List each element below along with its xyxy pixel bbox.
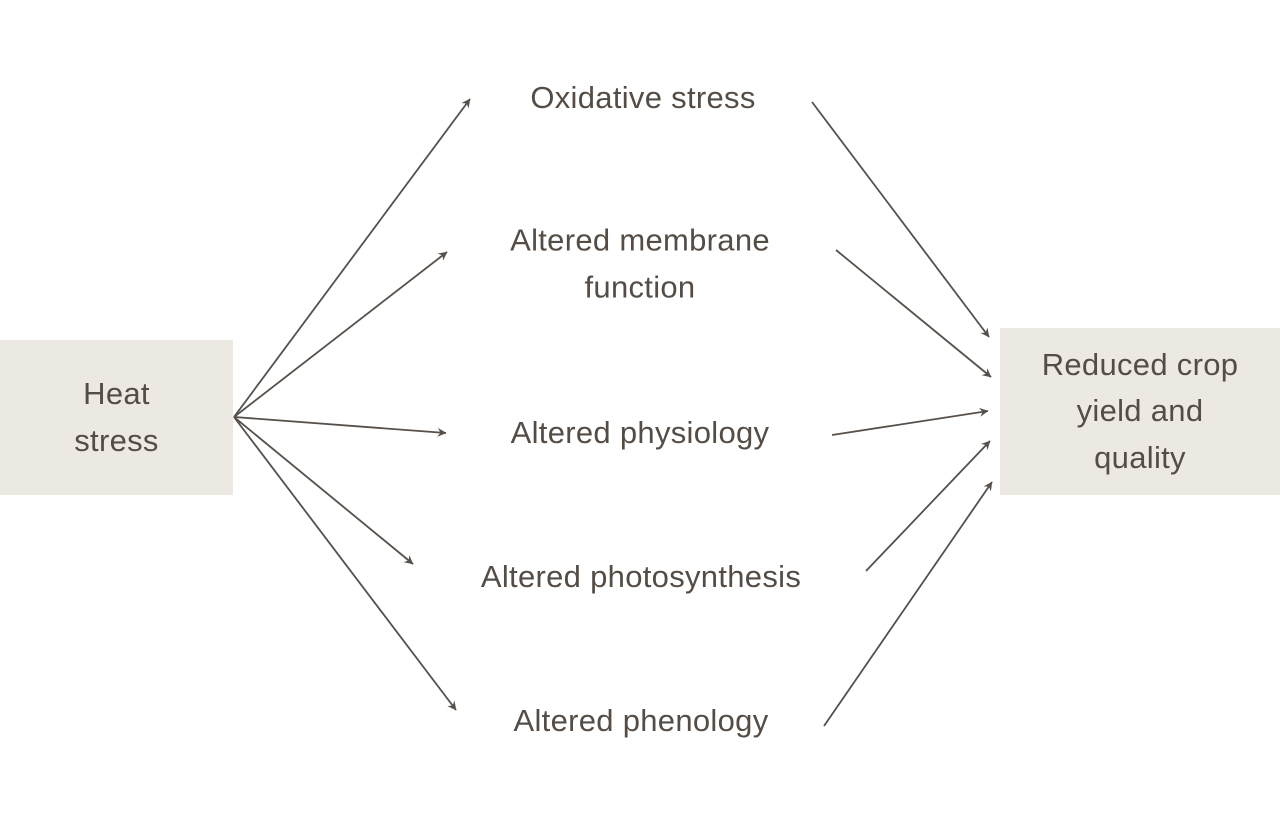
arrow-heat-to-oxidative-stress (233, 98, 471, 418)
arrow-phenology-to-outcome (823, 481, 993, 727)
arrow-heat-to-membrane-function (233, 251, 448, 418)
mediator-altered-physiology: Altered physiology (510, 414, 770, 450)
mediator-oxidative-stress: Oxidative stress (530, 79, 756, 115)
arrow-heat-to-photosynthesis (233, 416, 414, 565)
mediator-altered-membrane-function: Altered membrane function (510, 222, 770, 305)
arrow-photosynthesis-to-outcome (865, 440, 991, 572)
mediator-altered-photosynthesis: Altered photosynthesis (480, 558, 802, 594)
arrow-membrane-function-to-outcome (835, 249, 992, 378)
arrow-physiology-to-outcome (831, 407, 989, 436)
source-node-label: Heat stress (74, 376, 159, 458)
arrow-heat-to-phenology (233, 416, 457, 711)
outcome-node-label: Reduced crop yield and quality (1041, 346, 1239, 475)
arrow-oxidative-stress-to-outcome (811, 101, 990, 338)
arrow-heat-to-physiology (233, 416, 447, 437)
source-node-heat-stress: Heat stress (0, 340, 233, 495)
outcome-node-reduced-crop-yield: Reduced crop yield and quality (1000, 328, 1280, 495)
mediator-altered-phenology: Altered phenology (513, 702, 769, 738)
